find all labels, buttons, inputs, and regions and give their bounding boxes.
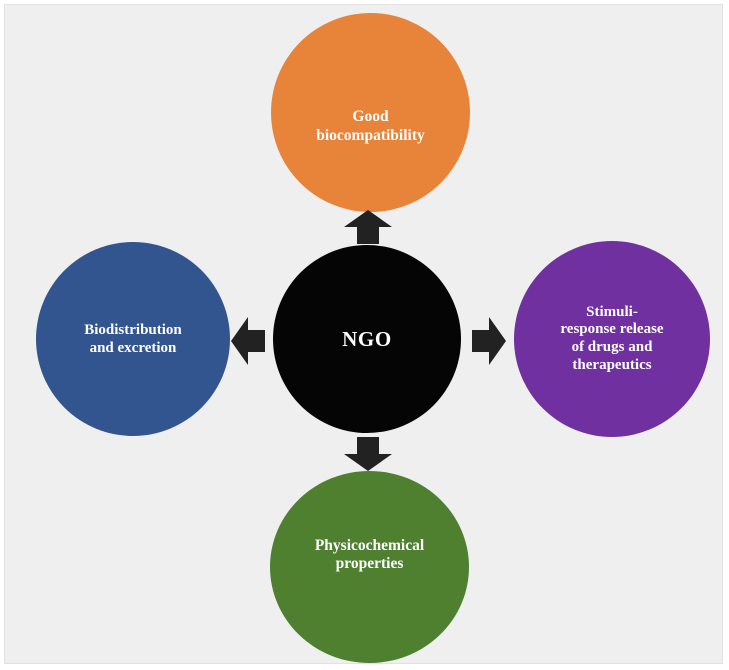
node-label-center: NGO: [342, 326, 392, 351]
diagram-canvas: Good biocompatibility Biodistribution an…: [4, 4, 723, 664]
node-physicochemical-properties[interactable]: Physicochemical properties: [270, 471, 469, 663]
node-good-biocompatibility[interactable]: Good biocompatibility: [271, 13, 470, 212]
node-label-right: Stimuli- response release of drugs and t…: [560, 303, 664, 373]
arrow-up-icon: [344, 210, 392, 244]
node-label-bottom: Physicochemical properties: [314, 536, 425, 572]
node-stimuli-response-release[interactable]: Stimuli- response release of drugs and t…: [514, 241, 710, 437]
node-label-top: Good biocompatibility: [316, 108, 425, 144]
node-biodistribution-and-excretion[interactable]: Biodistribution and excretion: [36, 242, 230, 436]
node-ngo-center[interactable]: NGO: [273, 245, 461, 433]
arrow-left-icon: [231, 317, 265, 365]
arrow-right-icon: [472, 317, 506, 365]
node-label-left: Biodistribution and excretion: [84, 322, 182, 356]
arrow-down-icon: [344, 437, 392, 471]
